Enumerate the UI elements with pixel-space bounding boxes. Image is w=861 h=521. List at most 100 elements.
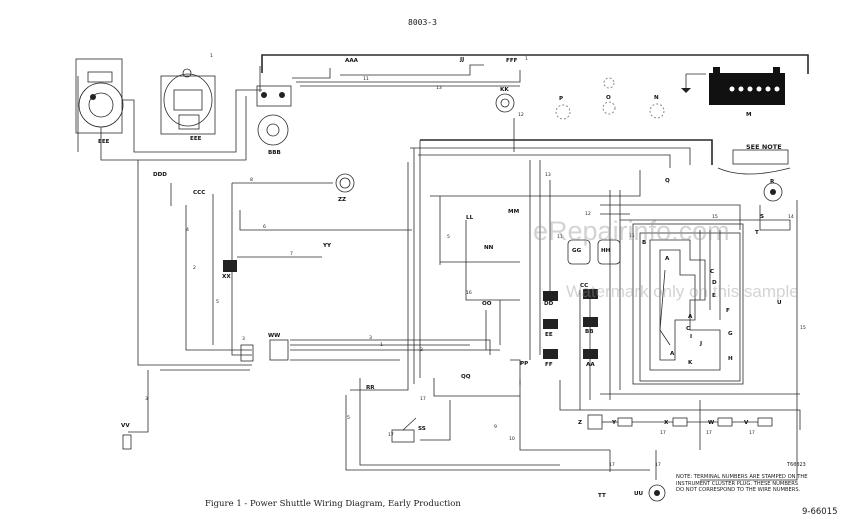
svg-text:15: 15 bbox=[800, 325, 806, 331]
svg-text:I: I bbox=[690, 334, 692, 340]
harness bbox=[359, 378, 560, 466]
harness bbox=[600, 204, 741, 230]
svg-text:10: 10 bbox=[509, 436, 515, 442]
svg-text:F: F bbox=[726, 308, 730, 314]
ground-icon bbox=[681, 88, 691, 93]
svg-text:9: 9 bbox=[494, 424, 497, 430]
harness bbox=[410, 147, 691, 165]
svg-text:J: J bbox=[699, 341, 702, 347]
alternator-right: EEE bbox=[160, 68, 216, 142]
svg-text:FFF: FFF bbox=[506, 58, 518, 64]
svg-text:K: K bbox=[688, 360, 693, 366]
wire bbox=[231, 183, 252, 356]
solenoid-gg bbox=[567, 239, 591, 265]
svg-text:EEE: EEE bbox=[190, 136, 202, 142]
svg-text:Y: Y bbox=[611, 420, 617, 426]
svg-text:11: 11 bbox=[557, 234, 563, 240]
svg-text:7: 7 bbox=[290, 251, 293, 257]
svg-text:GG: GG bbox=[572, 248, 582, 254]
svg-text:11: 11 bbox=[363, 76, 369, 82]
svg-text:SS: SS bbox=[418, 426, 426, 432]
sensor-vv bbox=[122, 434, 132, 450]
svg-text:TT: TT bbox=[598, 493, 606, 499]
svg-text:O: O bbox=[606, 95, 611, 101]
svg-text:G: G bbox=[728, 331, 733, 337]
svg-text:S: S bbox=[760, 214, 764, 220]
svg-text:V: V bbox=[744, 420, 749, 426]
watermark-sub: Watermark only on this sample bbox=[566, 282, 799, 301]
svg-text:17: 17 bbox=[660, 430, 666, 436]
svg-text:DD: DD bbox=[544, 301, 554, 307]
svg-text:N: N bbox=[654, 95, 659, 101]
svg-text:M: M bbox=[746, 112, 752, 118]
svg-text:JJ: JJ bbox=[459, 57, 464, 63]
svg-text:NN: NN bbox=[484, 245, 494, 251]
svg-text:AAA: AAA bbox=[345, 58, 359, 64]
svg-text:C: C bbox=[686, 326, 690, 332]
harness bbox=[430, 170, 641, 197]
svg-text:3: 3 bbox=[420, 347, 423, 353]
svg-text:U: U bbox=[777, 300, 782, 306]
svg-text:8: 8 bbox=[250, 177, 253, 183]
instrument-cluster bbox=[632, 223, 744, 385]
svg-text:UU: UU bbox=[634, 491, 644, 497]
page-number: 8003-3 bbox=[408, 18, 437, 27]
relay-blocks bbox=[223, 260, 598, 359]
svg-text:13: 13 bbox=[436, 85, 442, 91]
wire bbox=[296, 70, 521, 83]
svg-text:5: 5 bbox=[347, 415, 350, 421]
cluster-plug bbox=[732, 149, 789, 165]
svg-text:EE: EE bbox=[545, 332, 553, 338]
svg-text:1: 1 bbox=[210, 53, 213, 59]
svg-text:17: 17 bbox=[609, 462, 615, 468]
svg-text:XX: XX bbox=[222, 274, 231, 280]
harness bbox=[433, 378, 520, 397]
svg-text:ZZ: ZZ bbox=[338, 197, 346, 203]
svg-text:15: 15 bbox=[712, 214, 718, 220]
diagram-code: T60023 bbox=[787, 462, 806, 468]
svg-text:17: 17 bbox=[749, 430, 755, 436]
svg-text:17: 17 bbox=[706, 430, 712, 436]
svg-text:CC: CC bbox=[580, 283, 588, 289]
battery: M bbox=[709, 67, 785, 118]
gauge-n bbox=[649, 103, 665, 119]
switch-kk bbox=[495, 93, 515, 113]
harness bbox=[519, 380, 610, 451]
svg-text:AA: AA bbox=[586, 362, 595, 368]
svg-text:QQ: QQ bbox=[461, 374, 471, 380]
wire bbox=[185, 205, 252, 351]
svg-text:11: 11 bbox=[629, 233, 635, 239]
harness bbox=[420, 139, 713, 165]
connector-uu bbox=[648, 484, 666, 502]
see-note-arrow bbox=[717, 167, 791, 175]
svg-text:3: 3 bbox=[242, 336, 245, 342]
svg-text:2: 2 bbox=[193, 265, 196, 271]
alternator-wire bbox=[100, 96, 247, 161]
svg-text:12: 12 bbox=[585, 211, 591, 217]
svg-text:RR: RR bbox=[366, 385, 375, 391]
svg-text:LL: LL bbox=[466, 215, 474, 221]
terminal-note: NOTE: TERMINAL NUMBERS ARE STAMPED ON TH… bbox=[676, 474, 808, 494]
harness bbox=[559, 380, 801, 430]
gauge-o-top bbox=[603, 77, 615, 89]
connector-zz bbox=[335, 173, 355, 193]
harness bbox=[290, 339, 491, 355]
harness bbox=[510, 359, 521, 385]
svg-text:6: 6 bbox=[263, 224, 266, 230]
svg-text:A: A bbox=[665, 256, 670, 262]
svg-text:4: 4 bbox=[186, 227, 189, 233]
svg-text:BB: BB bbox=[585, 329, 594, 335]
see-note-label: SEE NOTE bbox=[746, 143, 782, 151]
svg-text:HH: HH bbox=[601, 248, 611, 254]
gauge-p bbox=[555, 104, 571, 120]
svg-text:P: P bbox=[559, 96, 563, 102]
watermark: eRepairinfo.com bbox=[533, 216, 730, 246]
alternator-left: EEE bbox=[75, 58, 124, 145]
connector-ww bbox=[269, 339, 289, 361]
svg-text:FF: FF bbox=[545, 362, 553, 368]
svg-text:Q: Q bbox=[665, 178, 670, 184]
svg-text:EEE: EEE bbox=[98, 139, 110, 145]
main-wire bbox=[261, 54, 809, 74]
svg-text:BBB: BBB bbox=[268, 150, 281, 156]
document-number: 9-66015 bbox=[802, 507, 838, 517]
